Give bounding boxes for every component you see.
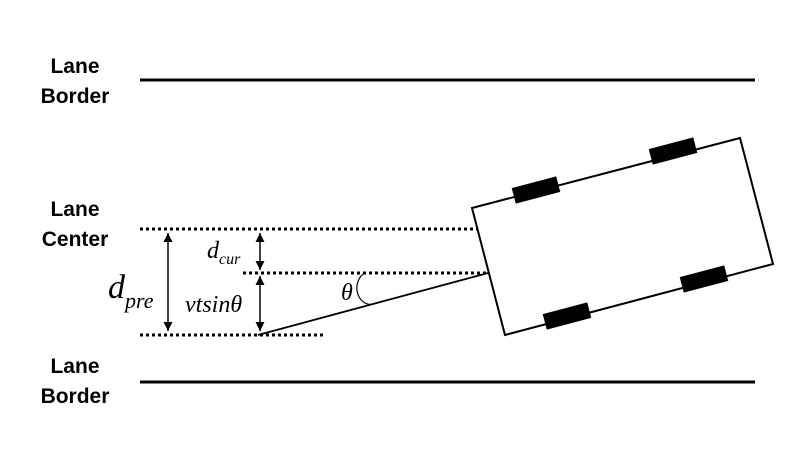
top-lane-border-label-line2: Border xyxy=(40,85,110,108)
wheel-front-right xyxy=(679,265,729,293)
bottom-lane-border-label-line1: Lane xyxy=(50,355,100,378)
wheel-front-left xyxy=(648,137,698,165)
d-pre-subscript: pre xyxy=(123,288,154,313)
lane-center-label: Lane Center xyxy=(20,195,130,255)
vehicle-wheels xyxy=(511,137,729,330)
vt-sin-theta-label: vtsinθ xyxy=(185,292,242,318)
d-pre-symbol: dpre xyxy=(108,269,154,313)
top-lane-border-label-line1: Lane xyxy=(50,55,100,78)
wheel-rear-left xyxy=(511,176,561,204)
theta-label: θ xyxy=(341,280,353,306)
bottom-lane-border-label: Lane Border xyxy=(20,352,130,412)
vehicle-body xyxy=(470,136,775,337)
theta-arc xyxy=(356,272,377,305)
d-pre-main: d xyxy=(108,269,126,306)
d-cur-subscript: cur xyxy=(219,251,241,268)
d-cur-main: d xyxy=(207,238,220,264)
wheel-rear-right xyxy=(542,302,592,330)
bottom-lane-border-label-line2: Border xyxy=(40,385,110,408)
lane-center-label-line1: Lane xyxy=(50,198,100,221)
d-cur-symbol: dcur xyxy=(207,238,241,268)
top-lane-border-label: Lane Border xyxy=(20,52,130,112)
lane-center-label-line2: Center xyxy=(41,228,109,251)
